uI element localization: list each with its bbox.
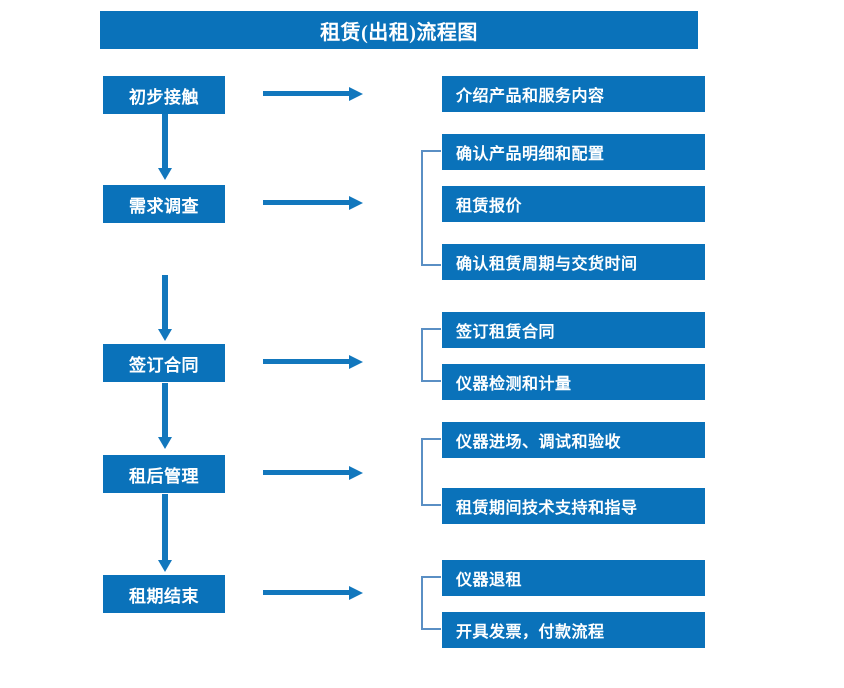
stage-box-4[interactable]: 租后管理 xyxy=(103,455,225,493)
arrow-shaft xyxy=(263,590,351,595)
group-bracket-2 xyxy=(421,328,441,382)
arrow-head-right-icon xyxy=(349,87,363,101)
group-bracket-3 xyxy=(421,438,441,506)
arrow-head-right-icon xyxy=(349,196,363,210)
arrow-head-right-icon xyxy=(349,466,363,480)
group-bracket-1 xyxy=(421,150,441,266)
vertical-arrow-4 xyxy=(157,494,173,572)
arrow-head-down-icon xyxy=(158,329,172,341)
arrow-head-right-icon xyxy=(349,586,363,600)
arrow-head-down-icon xyxy=(158,168,172,180)
group-bracket-4 xyxy=(421,576,441,630)
detail-box-9[interactable]: 仪器退租 xyxy=(442,560,705,596)
arrow-shaft xyxy=(263,91,351,96)
arrow-shaft xyxy=(162,275,168,329)
detail-box-5[interactable]: 签订租赁合同 xyxy=(442,312,705,348)
stage-box-1[interactable]: 初步接触 xyxy=(103,76,225,114)
detail-box-8[interactable]: 租赁期间技术支持和指导 xyxy=(442,488,705,524)
arrow-head-down-icon xyxy=(158,437,172,449)
arrow-shaft xyxy=(162,383,168,437)
arrow-shaft xyxy=(263,200,351,205)
detail-box-4[interactable]: 确认租赁周期与交货时间 xyxy=(442,244,705,280)
horizontal-arrow-2 xyxy=(263,195,363,211)
horizontal-arrow-1 xyxy=(263,86,363,102)
stage-box-3[interactable]: 签订合同 xyxy=(103,344,225,382)
vertical-arrow-1 xyxy=(157,114,173,180)
horizontal-arrow-5 xyxy=(263,585,363,601)
stage-box-5[interactable]: 租期结束 xyxy=(103,575,225,613)
arrow-shaft xyxy=(263,359,351,364)
stage-box-2[interactable]: 需求调查 xyxy=(103,185,225,223)
detail-box-1[interactable]: 介绍产品和服务内容 xyxy=(442,76,705,112)
flowchart-title: 租赁(出租)流程图 xyxy=(100,11,698,49)
detail-box-2[interactable]: 确认产品明细和配置 xyxy=(442,134,705,170)
detail-box-10[interactable]: 开具发票，付款流程 xyxy=(442,612,705,648)
arrow-shaft xyxy=(263,470,351,475)
arrow-shaft xyxy=(162,114,168,168)
arrow-shaft xyxy=(162,494,168,560)
vertical-arrow-3 xyxy=(157,383,173,449)
detail-box-3[interactable]: 租赁报价 xyxy=(442,186,705,222)
arrow-head-right-icon xyxy=(349,355,363,369)
arrow-head-down-icon xyxy=(158,560,172,572)
horizontal-arrow-3 xyxy=(263,354,363,370)
horizontal-arrow-4 xyxy=(263,465,363,481)
detail-box-6[interactable]: 仪器检测和计量 xyxy=(442,364,705,400)
detail-box-7[interactable]: 仪器进场、调试和验收 xyxy=(442,422,705,458)
vertical-arrow-2 xyxy=(157,275,173,341)
